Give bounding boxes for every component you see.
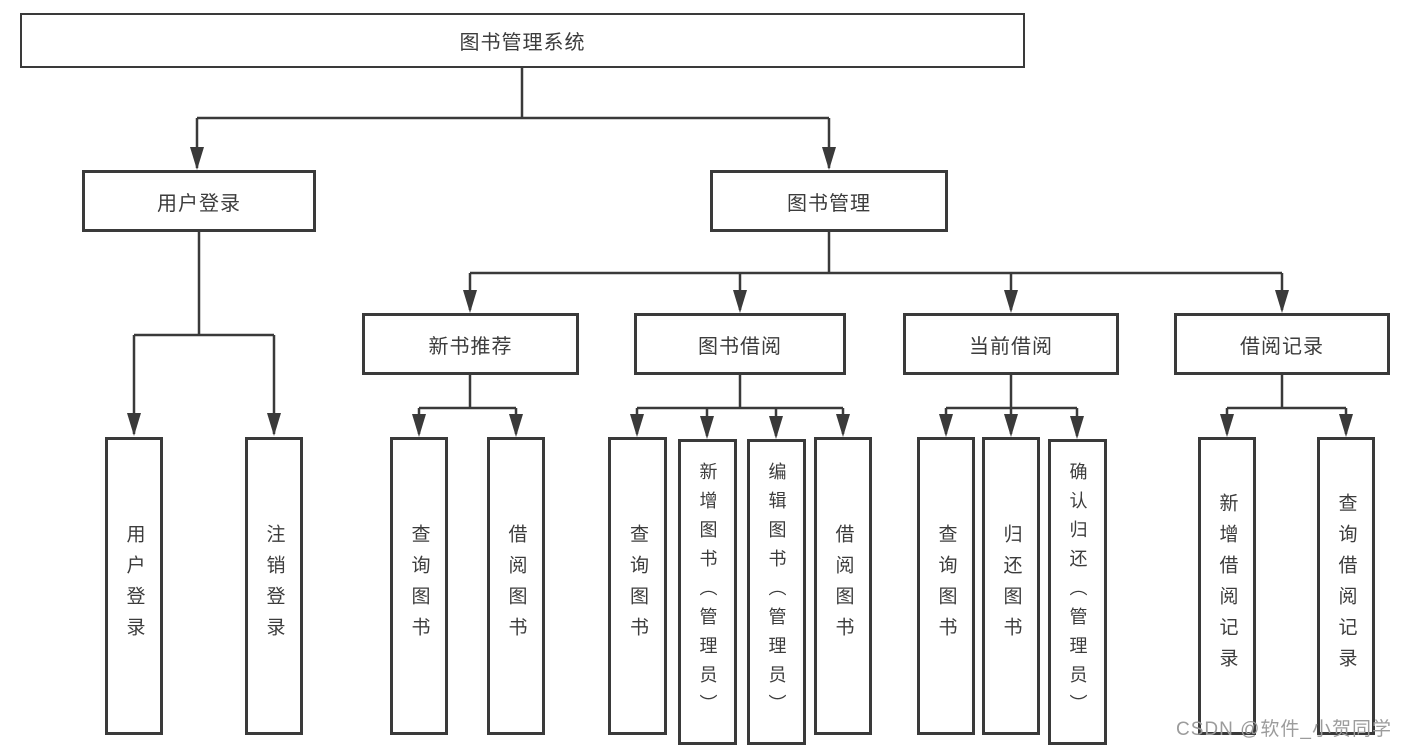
node-return-books: 归还图书: [982, 437, 1040, 735]
node-new-book-recommendation: 新书推荐: [362, 313, 579, 375]
node-book-management: 图书管理: [710, 170, 948, 232]
node-book-borrowing: 图书借阅: [634, 313, 846, 375]
node-borrow-books-recommend: 借阅图书: [487, 437, 545, 735]
node-add-borrow-record: 新增借阅记录: [1198, 437, 1256, 735]
node-borrowing-records: 借阅记录: [1174, 313, 1390, 375]
node-edit-books-admin: 编辑图书（管理员）: [747, 439, 806, 745]
node-current-borrowing: 当前借阅: [903, 313, 1119, 375]
node-query-borrow-record: 查询借阅记录: [1317, 437, 1375, 735]
node-library-management-system: 图书管理系统: [20, 13, 1025, 68]
arrowheads: [127, 147, 1353, 439]
node-confirm-return-admin: 确认归还（管理员）: [1048, 439, 1107, 745]
node-user-login: 用户登录: [82, 170, 316, 232]
csdn-watermark: CSDN @软件_小贺同学: [1176, 719, 1392, 740]
node-user-login-leaf: 用户登录: [105, 437, 163, 735]
node-borrow-books: 借阅图书: [814, 437, 872, 735]
node-logout: 注销登录: [245, 437, 303, 735]
node-add-books-admin: 新增图书（管理员）: [678, 439, 737, 745]
node-query-books-borrow: 查询图书: [608, 437, 667, 735]
node-query-books-current: 查询图书: [917, 437, 975, 735]
node-query-books-recommend: 查询图书: [390, 437, 448, 735]
